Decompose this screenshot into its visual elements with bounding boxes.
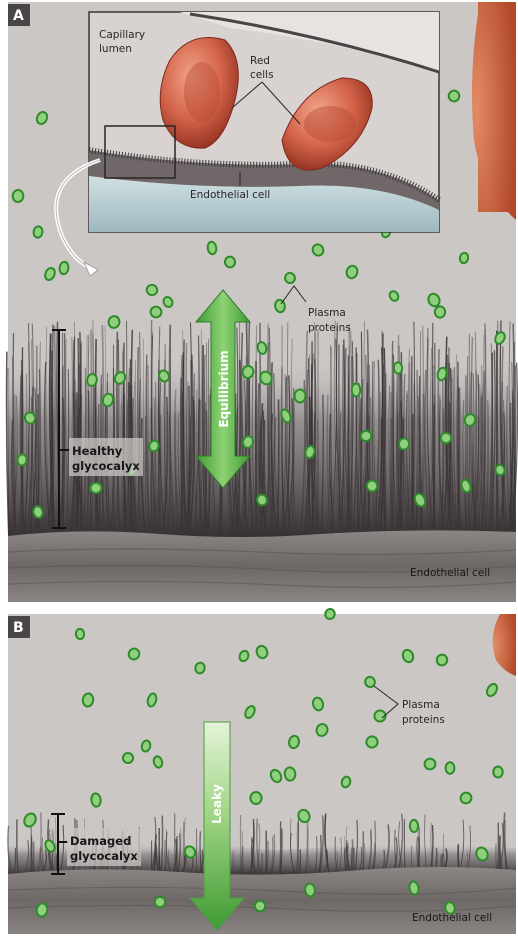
healthy-label-2: glycocalyx <box>72 459 140 473</box>
plasma-protein <box>250 792 261 804</box>
capillary-lumen-label-1: Capillary <box>99 29 145 41</box>
capillary-inset: Capillary lumen Red cells Endothelial ce… <box>89 12 439 232</box>
plasma-protein <box>59 261 69 275</box>
plasma-protein <box>12 190 23 203</box>
plasma-protein <box>86 373 98 386</box>
panel-b-letter: B <box>13 620 24 636</box>
glycocalyx-filament <box>434 343 435 540</box>
plasma-protein <box>284 767 296 781</box>
plasma-protein <box>445 762 454 774</box>
plasma-protein <box>304 883 315 897</box>
plasma-protein <box>294 389 305 402</box>
plasma-protein <box>410 820 418 832</box>
plasma-protein <box>90 482 102 493</box>
plasma-protein <box>154 896 166 908</box>
plasma-proteins-a-label-2: proteins <box>308 322 351 334</box>
red-cells-label-1: Red <box>250 55 270 67</box>
inset-endothelial-label: Endothelial cell <box>190 189 270 201</box>
plasma-proteins-b-label-1: Plasma <box>402 699 440 711</box>
damaged-label-1: Damaged <box>70 834 131 848</box>
panel-a: Capillary lumen Red cells Endothelial ce… <box>7 2 518 602</box>
damaged-label-2: glycocalyx <box>70 849 138 863</box>
plasma-protein <box>424 758 437 771</box>
plasma-protein <box>76 629 85 640</box>
plasma-protein <box>122 753 133 764</box>
endothelial-cell-a-label: Endothelial cell <box>410 567 490 579</box>
plasma-protein <box>225 256 236 268</box>
panel-a-letter: A <box>13 8 24 24</box>
plasma-protein <box>324 608 335 620</box>
leaky-label: Leaky <box>210 784 224 824</box>
healthy-label-1: Healthy <box>72 444 123 458</box>
plasma-protein <box>459 252 469 264</box>
plasma-protein <box>82 693 94 707</box>
plasma-protein <box>195 662 206 674</box>
equilibrium-label: Equilibrium <box>217 350 231 427</box>
panel-b: Leaky Plasma proteins Damaged glycocalyx… <box>8 608 516 934</box>
plasma-protein <box>33 226 43 239</box>
endothelial-cell-b-label: Endothelial cell <box>412 912 492 924</box>
glycocalyx-filament <box>351 356 352 540</box>
plasma-proteins-a-label-1: Plasma <box>308 307 346 319</box>
plasma-proteins-b-label-2: proteins <box>402 714 445 726</box>
capillary-lumen-label-2: lumen <box>99 43 132 55</box>
plasma-protein <box>207 241 217 255</box>
plasma-protein <box>366 736 378 748</box>
red-cells-label-2: cells <box>250 69 274 81</box>
plasma-protein <box>435 306 446 318</box>
plasma-protein <box>440 432 451 443</box>
plasma-protein <box>393 362 402 374</box>
plasma-protein <box>493 766 503 777</box>
plasma-protein <box>366 480 378 492</box>
plasma-protein <box>352 383 361 396</box>
plasma-protein <box>448 90 459 101</box>
glycocalyx-filament <box>155 382 156 540</box>
plasma-protein <box>91 793 102 808</box>
plasma-protein <box>17 454 28 467</box>
